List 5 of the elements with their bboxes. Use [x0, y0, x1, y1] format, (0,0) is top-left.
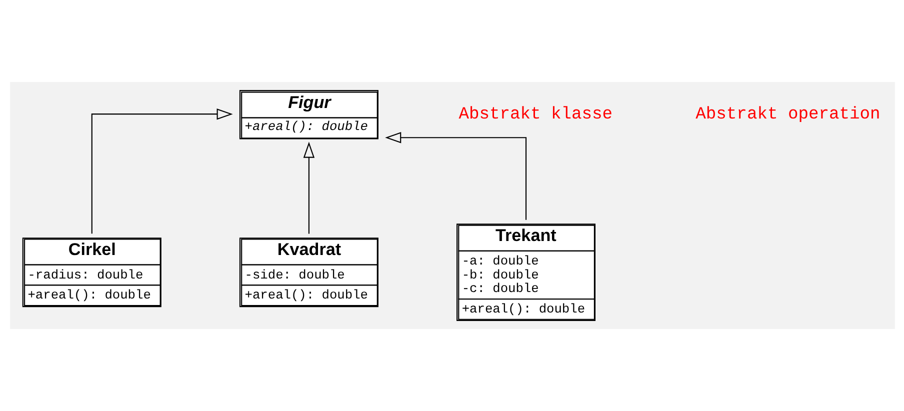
arrow	[302, 142, 314, 234]
label: Abstrakt operation	[695, 106, 880, 125]
arrow	[384, 132, 526, 220]
arrow	[90, 108, 232, 234]
label: Abstrakt klasse	[458, 106, 612, 125]
